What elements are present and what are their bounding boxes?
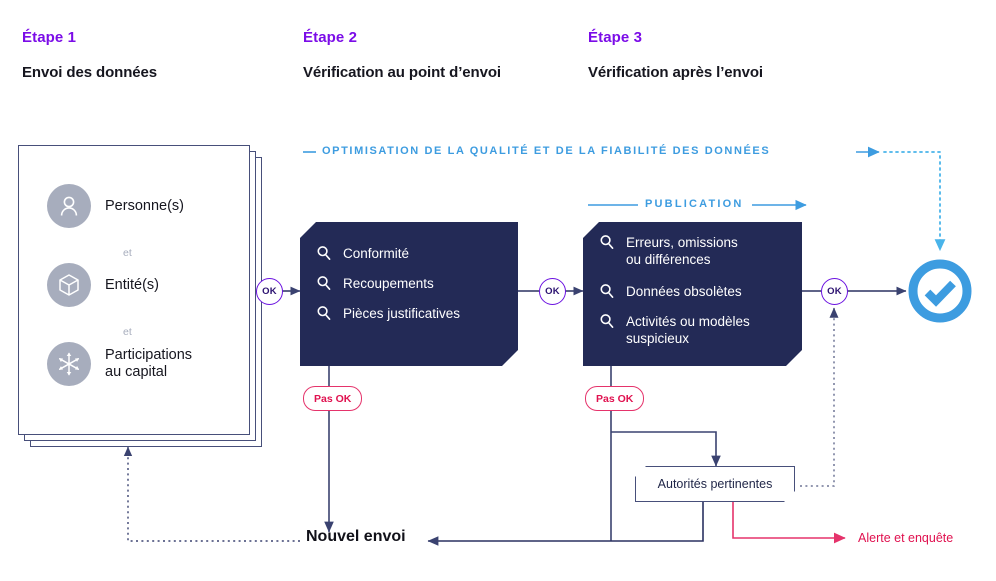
link-authorities-to-alert (732, 502, 846, 544)
source-item-entity[interactable]: Entité(s) (47, 263, 159, 307)
source-data-card: Personne(s) et Entité(s) et (18, 145, 268, 450)
step-3-title: Vérification après l’envoi (588, 64, 763, 81)
check-row-conformite[interactable]: Conformité (316, 245, 409, 266)
quality-band-dotted-route (883, 151, 946, 252)
ok-badge-2[interactable]: OK (539, 278, 566, 305)
shareholding-label-line1: Participations (105, 347, 193, 363)
check-row-donnees-obsoletes-label: Données obsolètes (626, 284, 742, 299)
panel-step-2: Conformité Recoupements Pièces justifica… (300, 222, 518, 366)
source-connector-2: et (123, 326, 132, 338)
magnifier-icon (316, 275, 332, 296)
magnifier-icon (599, 234, 615, 255)
step-1-title: Envoi des données (22, 64, 157, 81)
link-authorities-to-ok3-dotted (800, 307, 839, 487)
not-ok-badge-step2[interactable]: Pas OK (303, 386, 363, 411)
check-row-activites[interactable]: Activités ou modèles suspicieux (599, 313, 750, 347)
check-row-pieces-label: Pièces justificatives (343, 306, 461, 321)
check-row-erreurs-line1: Erreurs, omissions (626, 235, 738, 250)
resubmit-label: Nouvel envoi (306, 528, 406, 545)
check-row-erreurs[interactable]: Erreurs, omissions ou différences (599, 234, 738, 268)
check-row-activites-line1: Activités ou modèles (626, 314, 750, 329)
not-ok-badge-step3[interactable]: Pas OK (585, 386, 645, 411)
check-row-pieces[interactable]: Pièces justificatives (316, 305, 460, 326)
step-2-kicker: Étape 2 (303, 29, 358, 46)
band-label-quality: OPTIMISATION DE LA QUALITÉ ET DE LA FIAB… (322, 145, 771, 157)
source-item-entity-label: Entité(s) (105, 276, 159, 293)
check-row-conformite-label: Conformité (343, 246, 410, 261)
check-row-donnees-obsoletes[interactable]: Données obsolètes (599, 283, 742, 304)
panel-step-3: Erreurs, omissions ou différences Donnée… (583, 222, 802, 366)
check-row-activites-label: Activités ou modèles suspicieux (626, 313, 750, 347)
step-3-kicker: Étape 3 (588, 29, 643, 46)
cube-icon (47, 263, 91, 307)
person-icon (47, 184, 91, 228)
magnifier-icon (599, 313, 615, 334)
source-item-person-label: Personne(s) (105, 197, 184, 214)
ok-badge-1[interactable]: OK (256, 278, 283, 305)
step-2-title: Vérification au point d’envoi (303, 64, 501, 81)
source-item-shareholding-label: Participations au capital (105, 347, 192, 381)
authorities-box[interactable]: Autorités pertinentes (635, 466, 795, 502)
check-row-erreurs-line2: ou différences (626, 252, 711, 267)
alert-label: Alerte et enquête (858, 531, 954, 545)
source-connector-1: et (123, 247, 132, 259)
magnifier-icon (316, 245, 332, 266)
band-label-publication: PUBLICATION (645, 198, 744, 210)
check-row-recoupements-label: Recoupements (343, 276, 434, 291)
check-row-activites-line2: suspicieux (626, 331, 690, 346)
link-resubmit-to-card-dotted (123, 446, 300, 542)
check-row-recoupements[interactable]: Recoupements (316, 275, 434, 296)
magnifier-icon (316, 305, 332, 326)
magnifier-icon (599, 283, 615, 304)
shareholding-label-line2: au capital (105, 364, 168, 380)
link-notok3-to-authorities (611, 431, 721, 467)
step-1-kicker: Étape 1 (22, 29, 77, 46)
check-row-erreurs-label: Erreurs, omissions ou différences (626, 234, 738, 268)
ok-badge-3[interactable]: OK (821, 278, 848, 305)
check-circle-icon (908, 259, 972, 328)
source-item-shareholding[interactable]: Participations au capital (47, 342, 192, 386)
card-sheet-front: Personne(s) et Entité(s) et (18, 145, 250, 435)
link-authorities-to-resubmit (427, 502, 704, 546)
source-item-person[interactable]: Personne(s) (47, 184, 184, 228)
shareholding-icon (47, 342, 91, 386)
